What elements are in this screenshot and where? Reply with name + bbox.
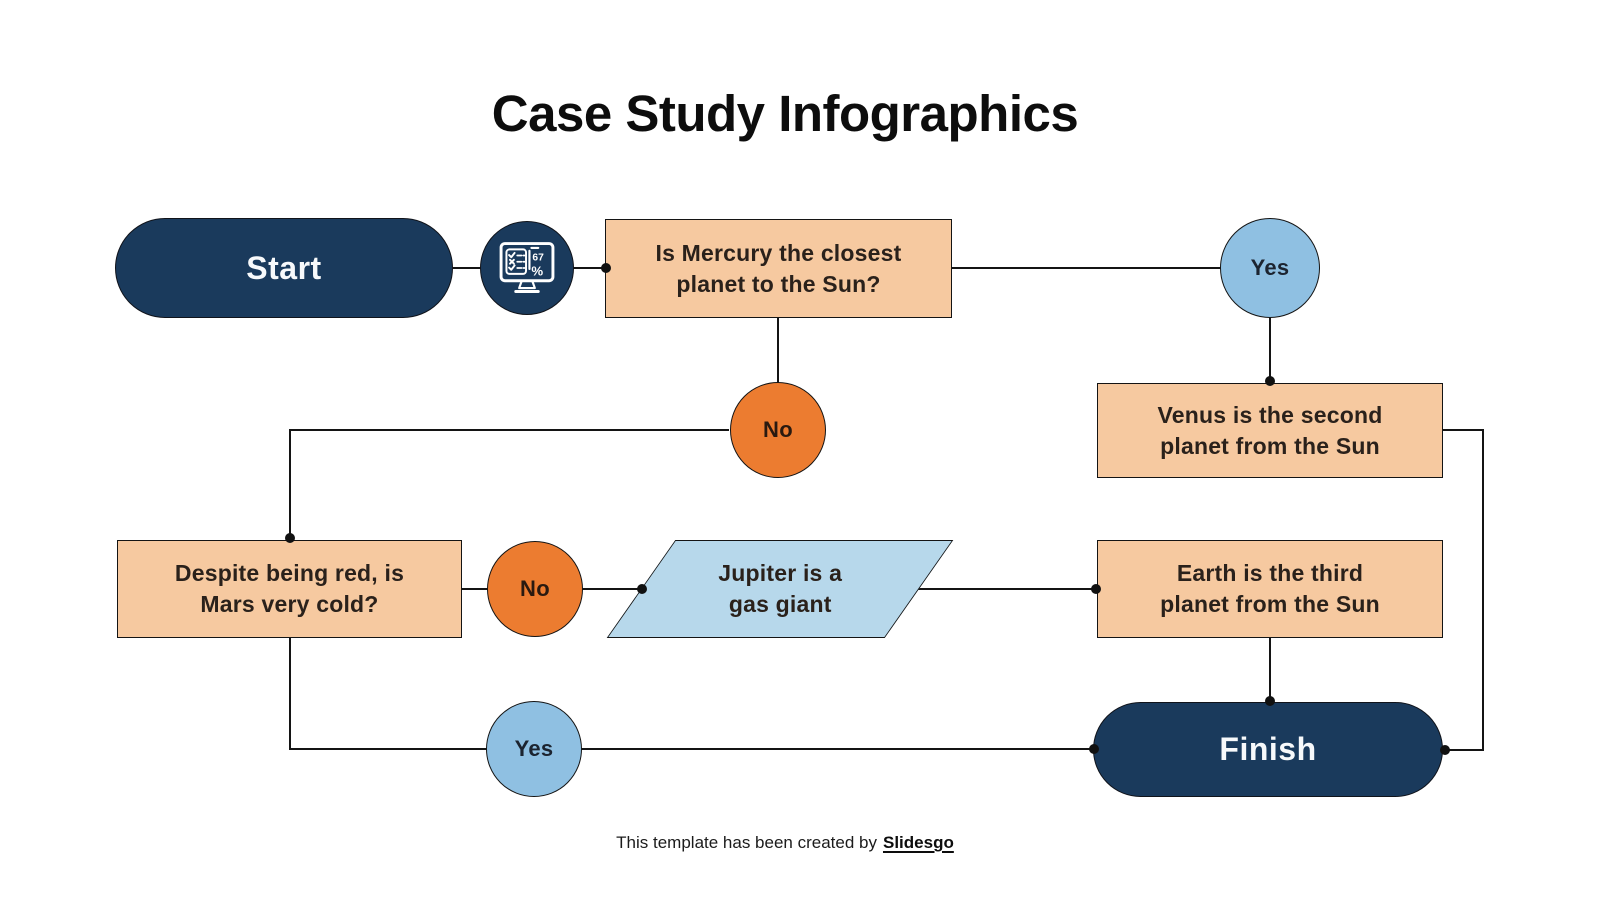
earth-line1: Earth is the third — [1176, 560, 1364, 587]
earth-box: Earth is the third planet from the Sun — [1097, 540, 1443, 638]
question-mars-box: Despite being red, is Mars very cold? — [117, 540, 462, 638]
venus-box: Venus is the second planet from the Sun — [1097, 383, 1443, 478]
yes-top-circle: Yes — [1220, 218, 1320, 318]
icon-number-label: 67 — [532, 253, 544, 264]
no-mid-label: No — [763, 417, 793, 442]
finish-label: Finish — [1219, 731, 1317, 767]
page-title: Case Study Infographics — [491, 85, 1079, 142]
no-left-circle: No — [487, 541, 583, 637]
yes-bottom-circle: Yes — [486, 701, 582, 797]
jupiter-parallelogram: Jupiter is a gas giant — [606, 540, 954, 638]
icon-percent-label: % — [531, 263, 543, 278]
edge-no-mars — [289, 429, 729, 541]
no-left-label: No — [520, 576, 550, 601]
question-mercury-line2: planet to the Sun? — [676, 270, 881, 297]
question-mars-line1: Despite being red, is — [174, 560, 405, 587]
footer: This template has been created by Slides… — [0, 833, 1570, 853]
earth-line2: planet from the Sun — [1160, 591, 1380, 617]
finish-node: Finish — [1093, 702, 1443, 797]
no-mid-circle: No — [730, 382, 826, 478]
survey-monitor-icon: 67 % — [480, 221, 574, 315]
jupiter-line1: Jupiter is a — [718, 560, 842, 587]
monitor-checklist-glyph: 67 % — [499, 242, 555, 293]
footer-text: This template has been created by — [616, 833, 877, 852]
venus-line2: planet from the Sun — [1160, 432, 1380, 459]
venus-line1: Venus is the second — [1157, 401, 1383, 428]
yes-bottom-label: Yes — [514, 736, 554, 761]
question-mercury-line1: Is Mercury the closest — [655, 239, 902, 266]
jupiter-line2: gas giant — [728, 591, 832, 617]
yes-top-label: Yes — [1250, 255, 1290, 280]
question-mercury-box: Is Mercury the closest planet to the Sun… — [605, 219, 952, 318]
start-node: Start — [115, 218, 453, 318]
edge-venus-finish — [1443, 429, 1484, 751]
slidesgo-link[interactable]: Slidesgo — [882, 833, 954, 852]
question-mars-line2: Mars very cold? — [200, 591, 379, 617]
jupiter-text: Jupiter is a gas giant — [718, 558, 842, 619]
start-label: Start — [246, 249, 322, 286]
edge-mars-yes2 — [289, 638, 488, 750]
